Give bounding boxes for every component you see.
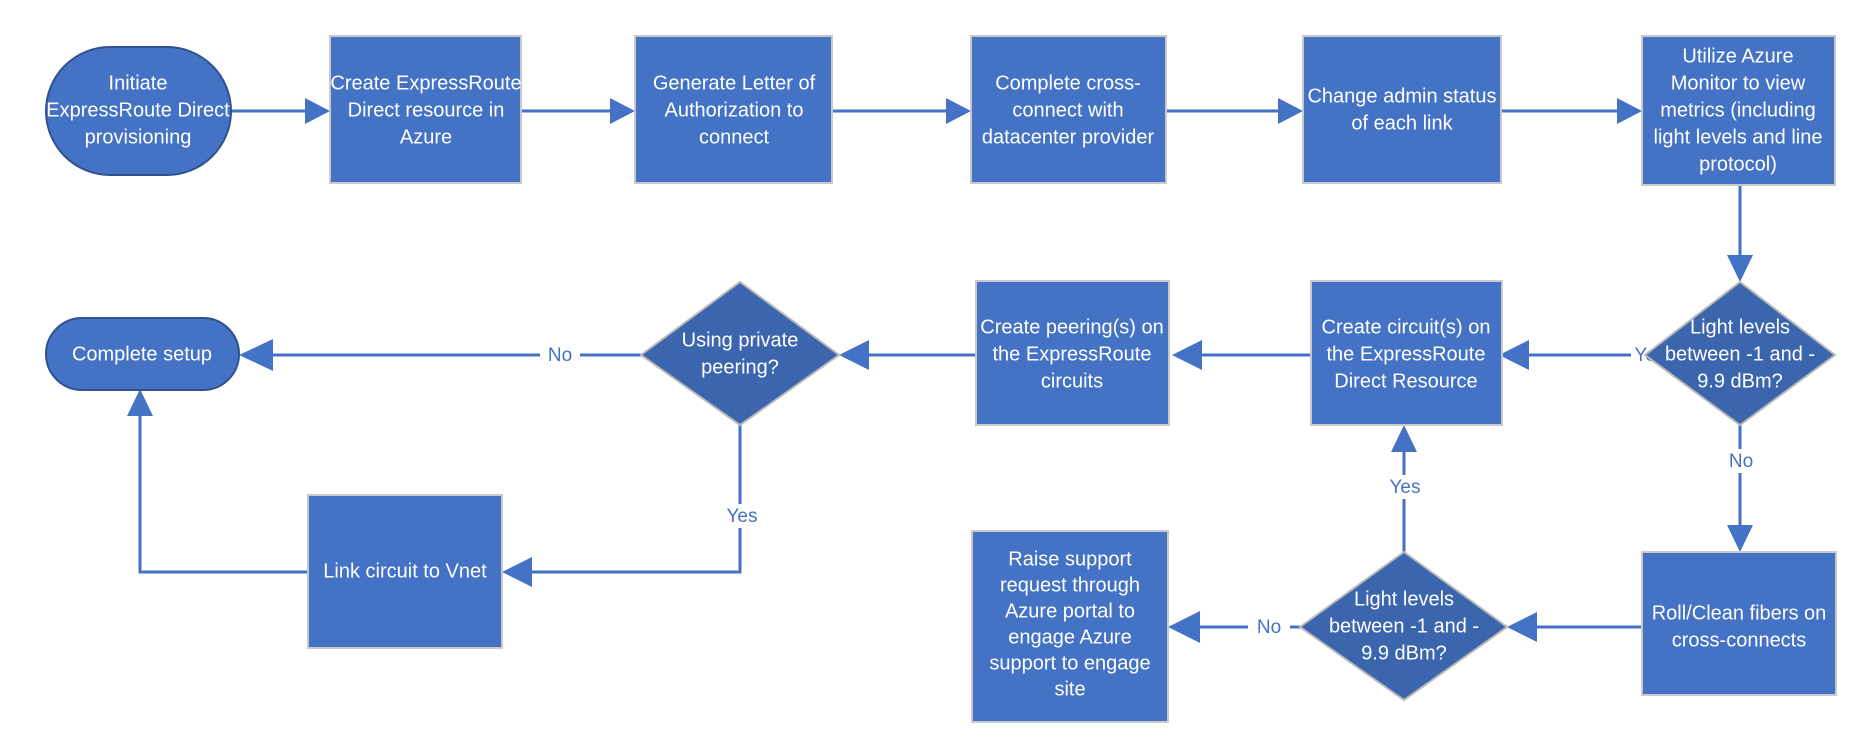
edge-link-circuit-to-complete-setup bbox=[127, 389, 308, 574]
edge-cross-connect-to-admin-status bbox=[1166, 98, 1303, 124]
node-link-circuit-to-vnet[interactable]: Link circuit to Vnet bbox=[307, 494, 503, 649]
edge-create-resource-to-loa bbox=[521, 98, 635, 124]
edge-loa-to-cross-connect bbox=[832, 98, 971, 124]
node-complete-cross-connect[interactable]: Complete cross- connect with datacenter … bbox=[970, 35, 1167, 184]
edge-label-light1-no: No bbox=[1729, 451, 1753, 472]
edge-light-levels-1-no-to-roll-clean: No bbox=[1721, 425, 1761, 552]
edge-roll-clean-to-light-levels-2 bbox=[1507, 612, 1645, 642]
node-generate-letter-of-authorization[interactable]: Generate Letter of Authorization to conn… bbox=[634, 35, 833, 184]
edge-azure-monitor-to-light-levels-1 bbox=[1727, 185, 1753, 282]
edge-label-peering-yes: Yes bbox=[727, 506, 758, 527]
edge-create-peerings-to-private-peering bbox=[839, 340, 976, 370]
edge-private-peering-yes-to-link-circuit: Yes bbox=[502, 425, 762, 587]
edge-admin-status-to-azure-monitor bbox=[1501, 98, 1642, 124]
edge-label-light2-no: No bbox=[1257, 617, 1281, 638]
node-create-circuits[interactable]: Create circuit(s) on the ExpressRoute Di… bbox=[1310, 280, 1503, 426]
node-change-admin-status[interactable]: Change admin status of each link bbox=[1302, 35, 1502, 184]
node-initiate-expressroute-direct-provisioning[interactable]: Initiate ExpressRoute Direct provisionin… bbox=[45, 46, 232, 176]
node-light-levels-decision-1[interactable]: Light levels between -1 and - 9.9 dBm? bbox=[1643, 280, 1837, 427]
node-create-peerings[interactable]: Create peering(s) on the ExpressRoute ci… bbox=[975, 280, 1170, 426]
connectors: Yes No bbox=[127, 98, 1761, 643]
node-create-expressroute-direct-resource[interactable]: Create ExpressRoute Direct resource in A… bbox=[329, 35, 522, 184]
node-using-private-peering-decision[interactable]: Using private peering? bbox=[639, 280, 841, 427]
node-roll-clean-fibers[interactable]: Roll/Clean fibers on cross-connects bbox=[1641, 551, 1837, 696]
node-complete-setup[interactable]: Complete setup bbox=[45, 317, 240, 391]
edge-create-circuits-to-create-peerings bbox=[1172, 340, 1311, 370]
edge-label-light2-yes: Yes bbox=[1390, 477, 1421, 498]
edge-initiate-to-create-resource bbox=[231, 98, 330, 124]
node-light-levels-decision-2[interactable]: Light levels between -1 and - 9.9 dBm? bbox=[1298, 550, 1509, 702]
node-utilize-azure-monitor[interactable]: Utilize Azure Monitor to view metrics (i… bbox=[1641, 35, 1836, 186]
node-raise-support-request[interactable]: Raise support request through Azure port… bbox=[971, 530, 1169, 723]
edge-light-levels-2-yes-to-create-circuits: Yes bbox=[1385, 425, 1425, 557]
edge-private-peering-no-to-complete-setup: No bbox=[239, 339, 641, 371]
edge-label-peering-no: No bbox=[548, 345, 572, 366]
